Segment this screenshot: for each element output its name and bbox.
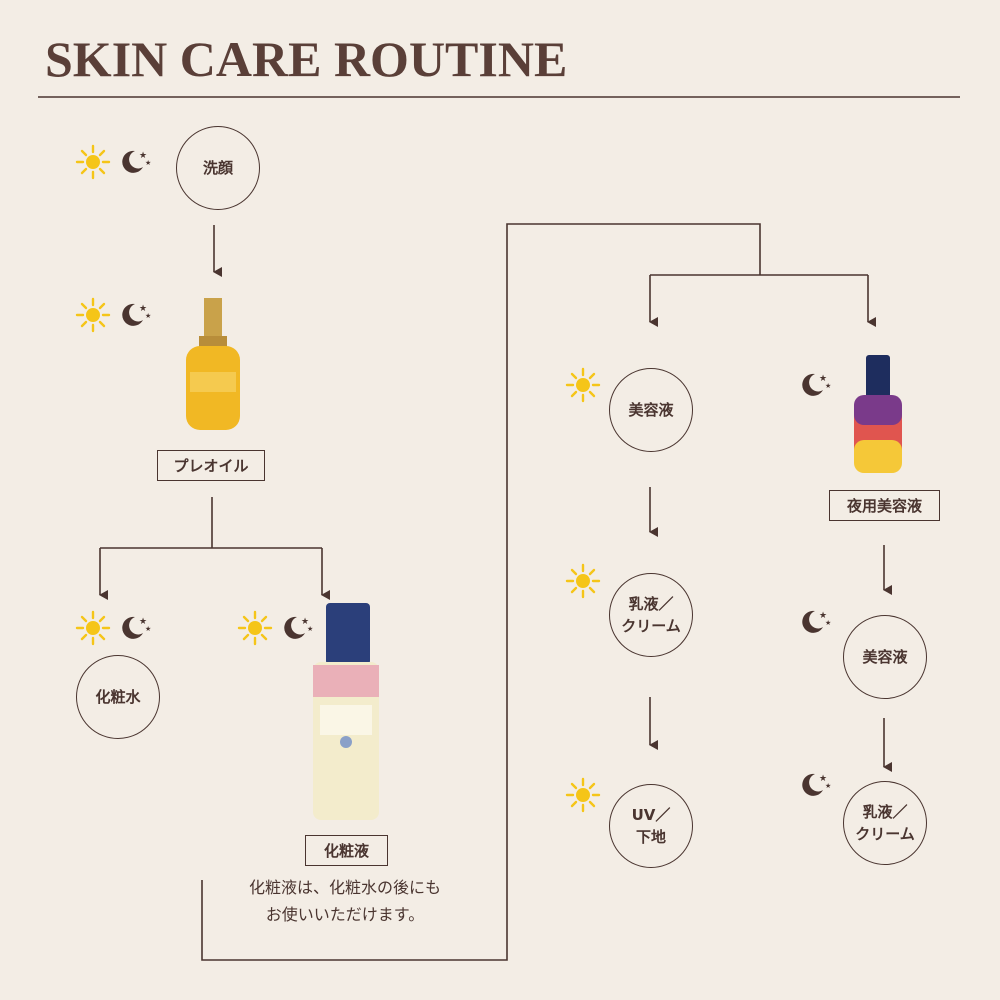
step-cleanse: 洗顔 (176, 126, 260, 210)
pre-oil-bottle-image (186, 298, 240, 430)
label-night-serum-product: 夜用美容液 (829, 490, 940, 521)
label-essence-lotion: 化粧液 (305, 835, 388, 866)
step-day-emulsion: 乳液／ クリーム (609, 573, 693, 657)
step-night-serum: 美容液 (843, 615, 927, 699)
night-serum-bottle-image (854, 355, 902, 473)
essence-lotion-bottle-image (313, 603, 379, 820)
step-toner: 化粧水 (76, 655, 160, 739)
step-night-emulsion: 乳液／ クリーム (843, 781, 927, 865)
page-title: SKIN CARE ROUTINE (45, 31, 568, 87)
essence-note: 化粧液は、化粧水の後にも お使いいただけます。 (248, 878, 441, 924)
label-pre-oil: プレオイル (157, 450, 265, 481)
step-day-serum: 美容液 (609, 368, 693, 452)
step-uv-base: UV／ 下地 (609, 784, 693, 868)
